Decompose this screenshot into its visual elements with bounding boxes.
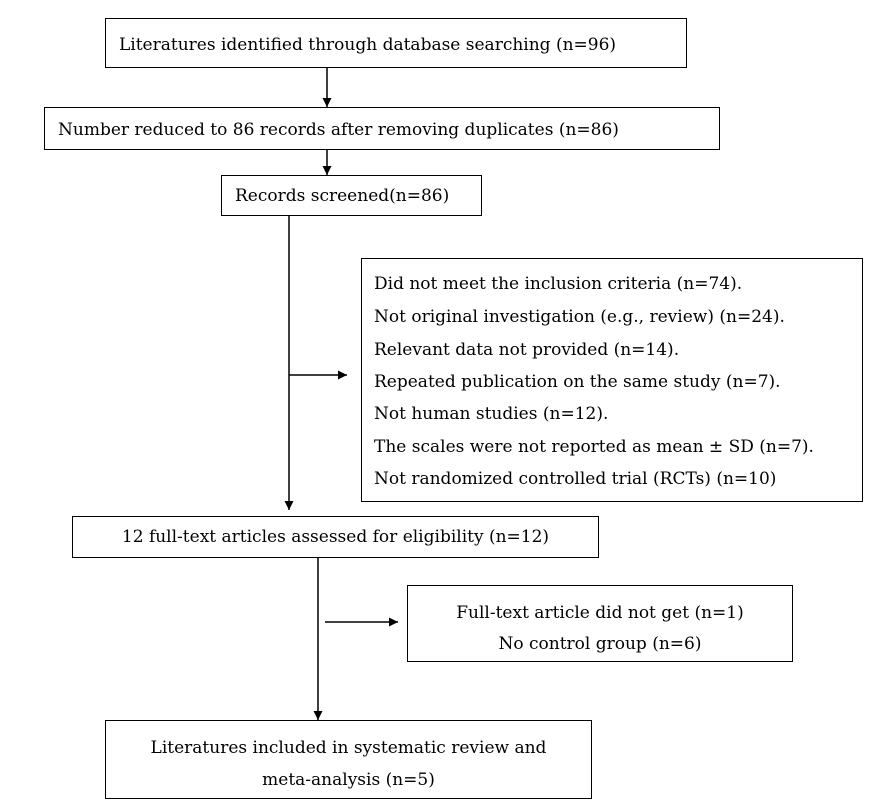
excluded-reason: Did not meet the inclusion criteria (n=7…	[374, 274, 743, 294]
identified-records-box: Literatures identified through database …	[105, 18, 687, 68]
excluded-reason: Not original investigation (e.g., review…	[374, 307, 785, 327]
included-studies-box: Literatures included in systematic revie…	[105, 720, 592, 799]
deduplicated-records-text: Number reduced to 86 records after remov…	[58, 120, 619, 140]
full-text-assessed-text: 12 full-text articles assessed for eligi…	[121, 527, 550, 547]
excluded-reason: The scales were not reported as mean ± S…	[374, 437, 814, 457]
screened-records-text: Records screened(n=86)	[235, 186, 450, 206]
excluded-reason: Not randomized controlled trial (RCTs) (…	[374, 469, 777, 489]
excluded-records-box: Did not meet the inclusion criteria (n=7…	[361, 258, 863, 502]
excluded-reason: Repeated publication on the same study (…	[374, 372, 781, 392]
full-text-excluded-box: Full-text article did not get (n=1) No c…	[407, 585, 793, 662]
excluded-reason: Not human studies (n=12).	[374, 404, 609, 424]
full-text-excluded-reason: No control group (n=6)	[498, 634, 702, 654]
deduplicated-records-box: Number reduced to 86 records after remov…	[44, 107, 720, 150]
identified-records-text: Literatures identified through database …	[119, 35, 617, 55]
included-studies-text: meta-analysis (n=5)	[262, 770, 435, 790]
full-text-assessed-box: 12 full-text articles assessed for eligi…	[72, 516, 599, 558]
excluded-reason: Relevant data not provided (n=14).	[374, 340, 680, 360]
screened-records-box: Records screened(n=86)	[221, 175, 482, 216]
full-text-excluded-reason: Full-text article did not get (n=1)	[456, 603, 744, 623]
included-studies-text: Literatures included in systematic revie…	[150, 738, 547, 758]
